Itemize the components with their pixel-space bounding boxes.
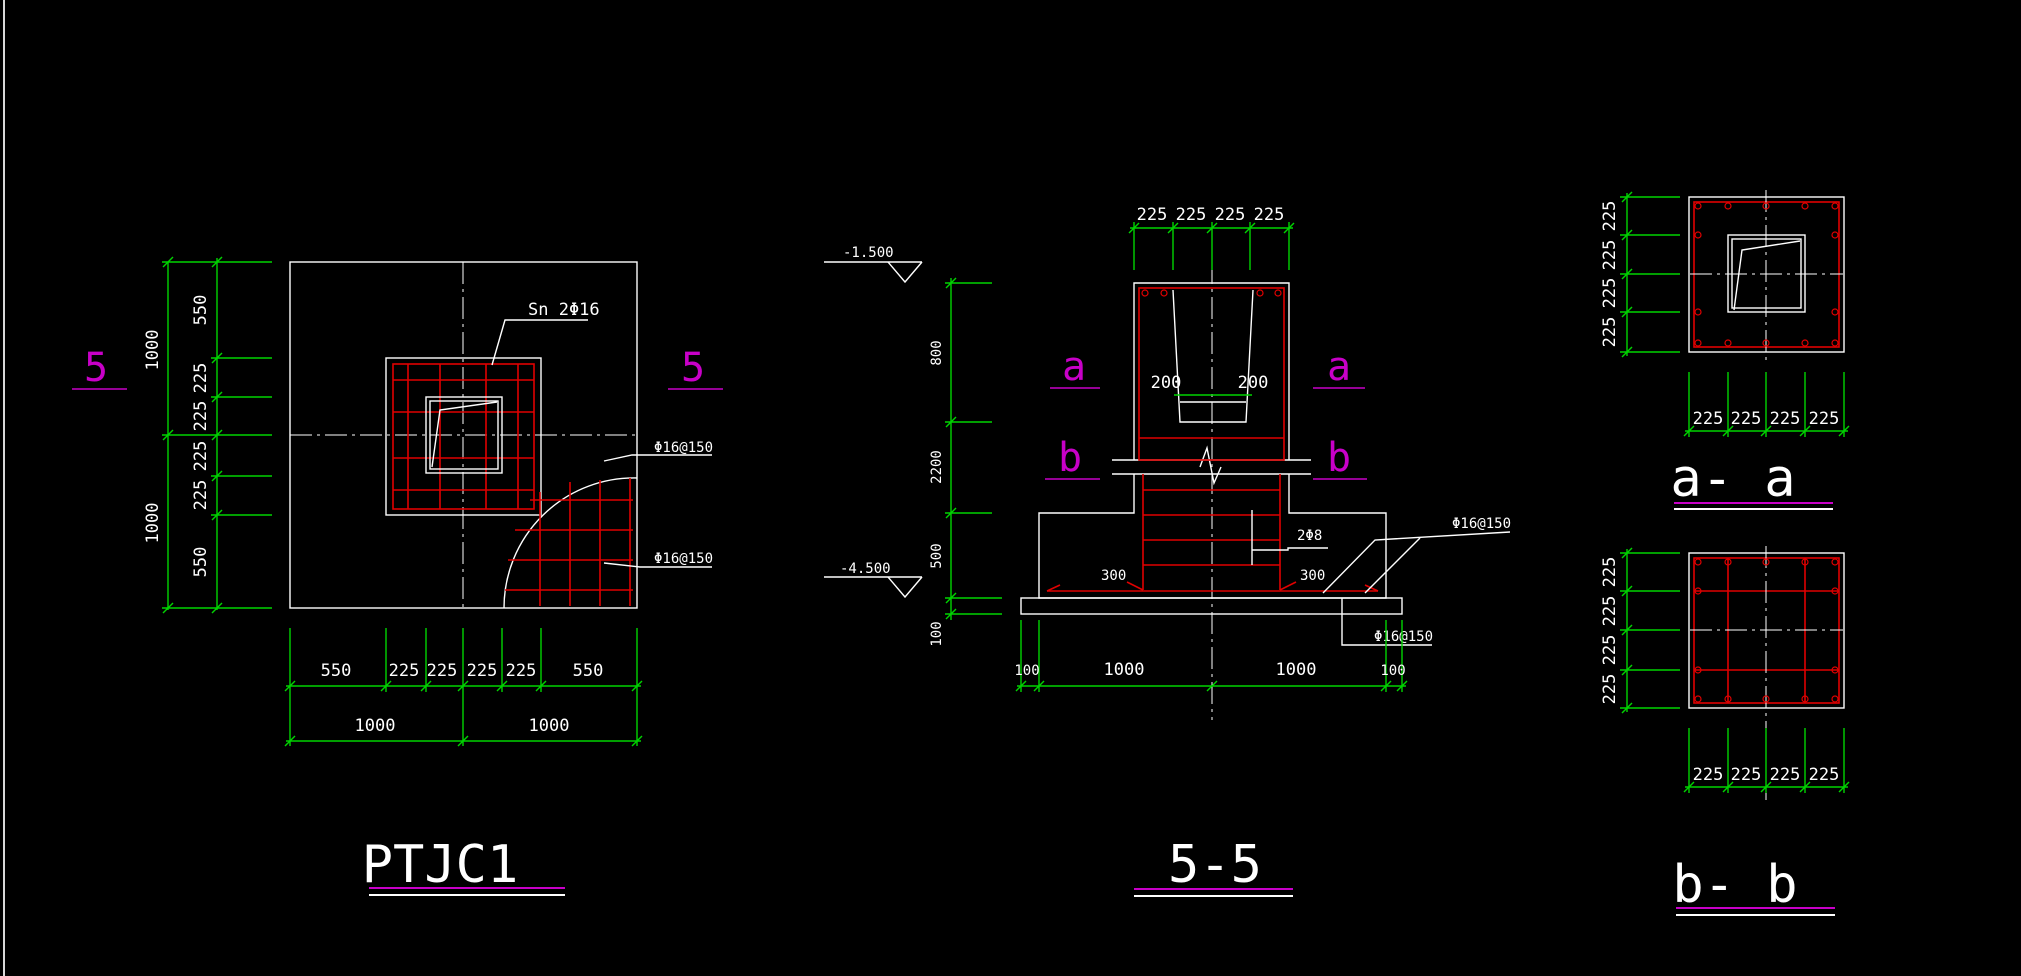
section-dim-bottom-4: 100 xyxy=(1380,663,1405,679)
section-dims-left xyxy=(945,277,1002,620)
section-mark-b-right: b xyxy=(1327,435,1351,481)
plan-dim-left-total-2: 1000 xyxy=(143,503,163,544)
canvas-left-border xyxy=(3,0,5,976)
plan-dim-left-4: 225 xyxy=(191,441,211,472)
plan-base-rebar-detail xyxy=(505,478,633,606)
plan-label-rebar-2: Φ16@150 xyxy=(654,551,713,567)
sec-a-dim-bottom-4: 225 xyxy=(1809,409,1840,429)
plan-dim-left-total-1: 1000 xyxy=(143,330,163,371)
section-dim-300-left: 300 xyxy=(1101,568,1126,584)
plan-dim-bottom-total-1: 1000 xyxy=(355,716,396,736)
sec-b-dim-bottom-4: 225 xyxy=(1809,765,1840,785)
plan-section-mark-left: 5 xyxy=(84,345,108,391)
section-label-rebar-2: Φ16@150 xyxy=(1374,629,1433,645)
section-dims-bottom xyxy=(1015,620,1408,692)
section-label-stirrup: 2Φ8 xyxy=(1297,528,1322,544)
section-dim-left-1: 800 xyxy=(929,340,945,365)
sec-b-dim-left-2: 225 xyxy=(1600,596,1620,627)
section-label-rebar-1: Φ16@150 xyxy=(1452,516,1511,532)
plan-rebar-detail-arc xyxy=(503,477,638,609)
section-dim-left-4: 100 xyxy=(929,621,945,646)
section-dim-top-2: 225 xyxy=(1176,205,1207,225)
sec-b-dim-bottom-2: 225 xyxy=(1731,765,1762,785)
plan-dim-bottom-4: 225 xyxy=(467,661,498,681)
section-dim-top-4: 225 xyxy=(1254,205,1285,225)
plan-dims-left xyxy=(162,256,272,614)
plan-dim-bottom-2: 225 xyxy=(389,661,420,681)
sec-b-dim-left-3: 225 xyxy=(1600,635,1620,666)
sec-b-dim-bottom-3: 225 xyxy=(1770,765,1801,785)
plan-section-mark-right: 5 xyxy=(681,345,705,391)
plan-socket-opening xyxy=(425,396,503,474)
plan-label-sn: Sn 2Φ16 xyxy=(528,300,600,320)
section-elev-top: -1.500 xyxy=(843,245,894,261)
section-5-5-view: 200 200 300 300 2Φ8 Φ16@150 Φ16@150 a a … xyxy=(824,205,1511,897)
plan-dim-bottom-total-2: 1000 xyxy=(529,716,570,736)
plan-dim-left-5: 225 xyxy=(191,480,211,511)
section-dim-bottom-3: 1000 xyxy=(1276,660,1317,680)
sec-b-dim-left-4: 225 xyxy=(1600,674,1620,705)
sec-a-dim-left-3: 225 xyxy=(1600,278,1620,309)
plan-dim-left-6: 550 xyxy=(191,547,211,578)
plan-dim-left-1: 550 xyxy=(191,295,211,326)
plan-view: Sn 2Φ16 Φ16@150 Φ16@150 5 5 xyxy=(72,256,723,896)
section-dim-top-3: 225 xyxy=(1215,205,1246,225)
sec-a-dim-left-1: 225 xyxy=(1600,201,1620,232)
section-rebar xyxy=(1046,287,1379,592)
plan-label-rebar-1: Φ16@150 xyxy=(654,440,713,456)
section-mark-a-left: a xyxy=(1062,344,1086,390)
sec-b-dim-left-1: 225 xyxy=(1600,557,1620,588)
sec-a-dim-bottom-2: 225 xyxy=(1731,409,1762,429)
plan-dim-left-2: 225 xyxy=(191,363,211,394)
sec-a-dim-left-4: 225 xyxy=(1600,317,1620,348)
plan-dim-bottom-1: 550 xyxy=(321,661,352,681)
section-title: 5-5 xyxy=(1168,835,1262,895)
plan-dim-left-3: 225 xyxy=(191,401,211,432)
section-dim-bottom-2: 1000 xyxy=(1104,660,1145,680)
plan-pedestal-rebar xyxy=(392,363,535,510)
plan-title: PTJC1 xyxy=(362,835,519,895)
section-elev-bottom: -4.500 xyxy=(840,561,891,577)
sec-a-dim-bottom-1: 225 xyxy=(1693,409,1724,429)
section-dim-inner-2: 200 xyxy=(1238,373,1269,393)
section-a-a-view: 225 225 225 225 225 225 225 225 a- a xyxy=(1600,190,1850,510)
sec-a-title: a- a xyxy=(1670,449,1795,509)
section-b-b-view: 225 225 225 225 225 225 225 225 b- b xyxy=(1600,546,1850,916)
plan-dim-bottom-3: 225 xyxy=(427,661,458,681)
plan-dim-bottom-5: 225 xyxy=(506,661,537,681)
section-dims-top xyxy=(1128,222,1295,270)
sec-b-dim-bottom-1: 225 xyxy=(1693,765,1724,785)
sec-a-dim-left-2: 225 xyxy=(1600,240,1620,271)
section-dim-left-2: 2200 xyxy=(929,450,945,484)
plan-dim-bottom-6: 550 xyxy=(573,661,604,681)
section-dim-bottom-1: 100 xyxy=(1014,663,1039,679)
section-dim-300-right: 300 xyxy=(1300,568,1325,584)
plan-dims-bottom xyxy=(284,628,643,747)
section-mark-b-left: b xyxy=(1058,435,1082,481)
section-dim-top-1: 225 xyxy=(1137,205,1168,225)
sec-a-dim-bottom-3: 225 xyxy=(1770,409,1801,429)
section-dim-inner-1: 200 xyxy=(1151,373,1182,393)
section-dim-left-3: 500 xyxy=(929,543,945,568)
plan-pedestal-outline xyxy=(385,357,542,516)
sec-b-title: b- b xyxy=(1672,855,1797,915)
section-mark-a-right: a xyxy=(1327,344,1351,390)
